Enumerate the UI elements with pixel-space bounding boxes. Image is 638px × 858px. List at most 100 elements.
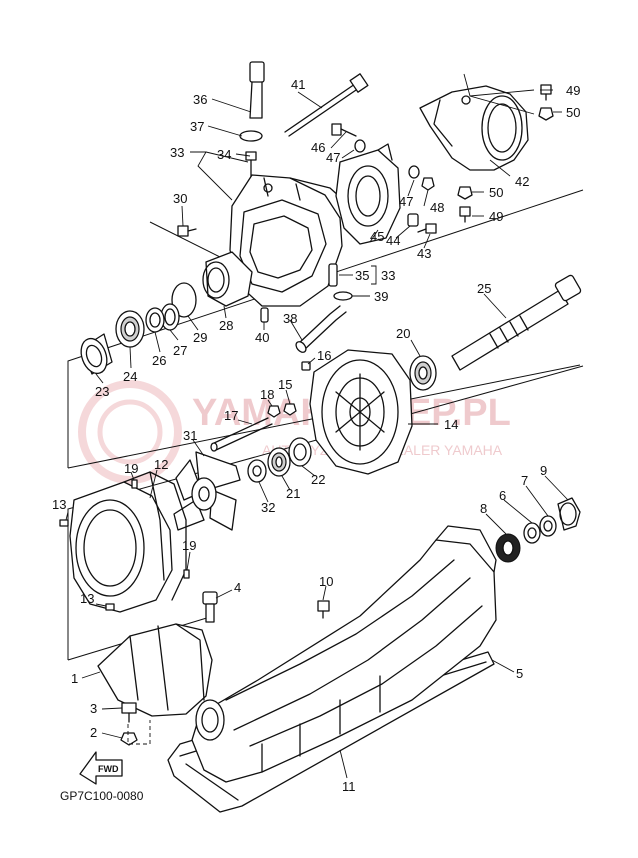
callout-40: 40 [255, 330, 269, 345]
callout-11: 11 [342, 779, 356, 794]
part-9-cap [557, 497, 581, 531]
part-42-reverse-gate [419, 85, 529, 171]
callout-45: 45 [370, 229, 384, 244]
callout-13: 13 [80, 591, 94, 606]
part-45-deflector [335, 143, 401, 245]
part-43-bolt [417, 223, 437, 234]
part-25-drive-shaft [451, 274, 582, 371]
callout-5: 5 [516, 666, 523, 681]
callout-1: 1 [71, 671, 78, 686]
part-46-bolt [331, 123, 357, 137]
part-17-stud [210, 417, 273, 452]
part-8-coupler [495, 533, 521, 563]
part-41-bolt [284, 73, 369, 137]
part-18-nut [267, 405, 281, 418]
callout-33: 33 [381, 268, 395, 283]
part-37-clip [239, 130, 263, 142]
callout-20: 20 [396, 326, 410, 341]
callout-labels: 36 41 49 50 37 46 33 34 47 42 47 48 50 3… [52, 77, 580, 794]
callout-48: 48 [430, 200, 444, 215]
part-36-pin [249, 61, 265, 119]
callout-16: 16 [317, 348, 331, 363]
callout-22: 22 [311, 472, 325, 487]
callout-41: 41 [291, 77, 305, 92]
callout-23: 23 [95, 384, 109, 399]
callout-10: 10 [319, 574, 333, 589]
fwd-arrow-icon: FWD [79, 751, 123, 785]
callout-21: 21 [286, 486, 300, 501]
callout-9: 9 [540, 463, 547, 478]
part-1-duct [97, 623, 213, 717]
part-24-bearing [115, 310, 145, 348]
part-32-washer [247, 459, 267, 483]
callout-42: 42 [515, 174, 529, 189]
part-2-nut [120, 732, 138, 746]
callout-31: 31 [183, 428, 197, 443]
callout-49: 49 [489, 209, 503, 224]
part-21-bearing [267, 447, 291, 477]
part-50b-nut [457, 186, 473, 200]
part-30-screw [177, 225, 197, 237]
part-39-clip [333, 291, 353, 301]
part-3-bolt [121, 702, 137, 723]
part-5-intake-grate [191, 525, 497, 783]
part-49a-bolt [540, 84, 552, 101]
part-40-pin [260, 307, 269, 323]
part-7-seal [539, 515, 557, 537]
callout-35: 35 [355, 268, 369, 283]
part-44-collar [407, 213, 419, 227]
part-31-impeller [173, 451, 241, 531]
part-4-plug [202, 591, 218, 623]
callout-25: 25 [477, 281, 491, 296]
callout-6: 6 [499, 488, 506, 503]
part-22-seal [288, 437, 312, 467]
callout-47: 47 [399, 194, 413, 209]
part-28-nozzle [202, 251, 253, 307]
part-19b-pin [183, 569, 190, 579]
part-47b-washer [408, 165, 420, 179]
part-6-bearing [523, 522, 541, 544]
part-14-impeller-housing [309, 349, 413, 475]
callout-49: 49 [566, 83, 580, 98]
part-23-sleeve [80, 333, 113, 375]
part-29-o-ring [171, 282, 197, 318]
callout-29: 29 [193, 330, 207, 345]
callout-13: 13 [52, 497, 66, 512]
callout-37: 37 [190, 119, 204, 134]
part-13a-pin [59, 519, 69, 527]
callout-7: 7 [521, 473, 528, 488]
callout-27: 27 [173, 343, 187, 358]
part-35-pin [328, 263, 338, 287]
part-48-nut [421, 177, 435, 191]
callout-15: 15 [278, 377, 292, 392]
part-50a-nut [538, 107, 554, 121]
callout-50: 50 [489, 185, 503, 200]
callout-17: 17 [224, 408, 238, 423]
part-49b-bolt [459, 206, 471, 223]
diagram-code: GP7C100-0080 [60, 789, 144, 803]
callout-2: 2 [90, 725, 97, 740]
callout-12: 12 [154, 457, 168, 472]
callout-30: 30 [173, 191, 187, 206]
callout-50: 50 [566, 105, 580, 120]
callout-36: 36 [193, 92, 207, 107]
callout-19: 19 [124, 461, 138, 476]
callout-46: 46 [311, 140, 325, 155]
fwd-label: FWD [98, 764, 119, 774]
callout-18: 18 [260, 387, 274, 402]
callout-44: 44 [386, 233, 400, 248]
callout-19: 19 [182, 538, 196, 553]
callout-14: 14 [444, 417, 458, 432]
part-38-hose [295, 305, 347, 353]
callout-8: 8 [480, 501, 487, 516]
part-13b-pin [105, 603, 115, 611]
callout-39: 39 [374, 289, 388, 304]
callout-28: 28 [219, 318, 233, 333]
callout-24: 24 [123, 369, 137, 384]
part-19a-pin [131, 479, 138, 489]
callout-43: 43 [417, 246, 431, 261]
part-47a-washer [354, 139, 366, 153]
leader-lines [65, 73, 569, 779]
callout-32: 32 [261, 500, 275, 515]
